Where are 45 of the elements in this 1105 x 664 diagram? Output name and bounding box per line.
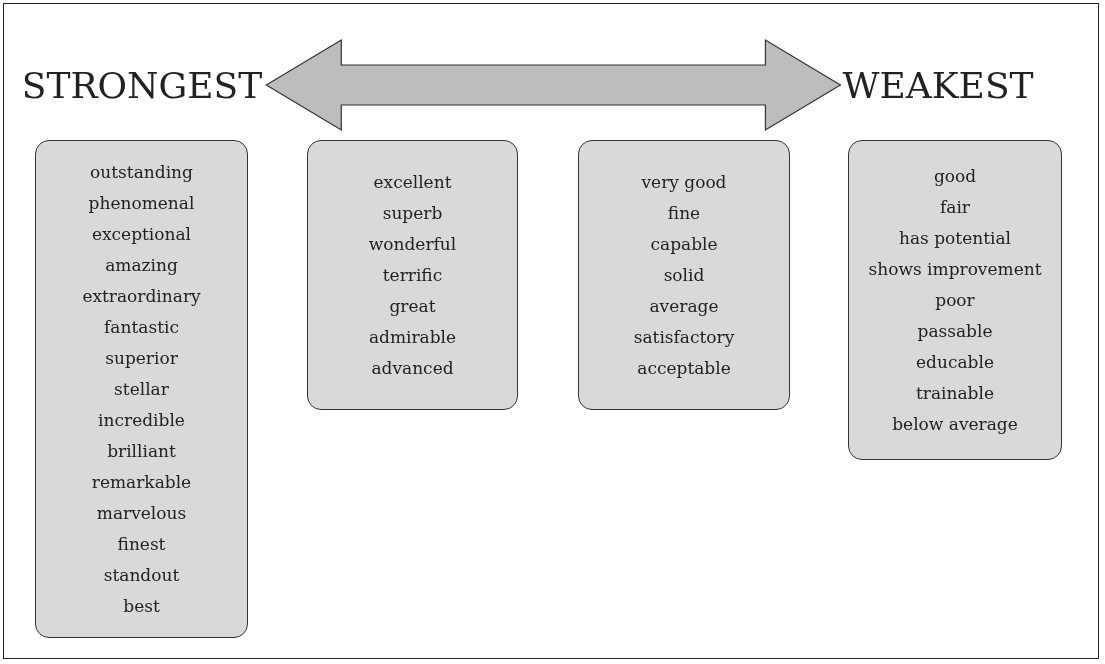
- word-label: marvelous: [96, 501, 187, 525]
- word-label: acceptable: [637, 356, 731, 380]
- word-label: good: [933, 164, 977, 188]
- word-label: has potential: [899, 226, 1011, 250]
- word-label: solid: [663, 263, 705, 287]
- word-label: wonderful: [368, 232, 457, 256]
- word-label: superb: [382, 201, 443, 225]
- word-label: fine: [667, 201, 701, 225]
- word-label: advanced: [371, 356, 454, 380]
- word-label: passable: [917, 319, 993, 343]
- word-label: excellent: [373, 170, 452, 194]
- heading-label: WEAKEST: [842, 64, 1034, 106]
- word-label: amazing: [105, 253, 178, 277]
- word-label: educable: [916, 350, 994, 374]
- word-label: admirable: [368, 325, 457, 349]
- word-label: very good: [641, 170, 727, 194]
- double-arrow: [265, 38, 842, 132]
- word-label: incredible: [98, 408, 185, 432]
- word-label: stellar: [114, 377, 169, 401]
- word-box: [848, 140, 1062, 460]
- word-label: standout: [103, 563, 180, 587]
- word-box: [307, 140, 518, 410]
- word-label: extraordinary: [82, 284, 201, 308]
- word-label: great: [389, 294, 436, 318]
- word-label: remarkable: [91, 470, 192, 494]
- word-label: average: [649, 294, 719, 318]
- word-box: [35, 140, 248, 638]
- word-label: superior: [105, 346, 178, 370]
- word-label: phenomenal: [88, 191, 195, 215]
- word-label: capable: [650, 232, 718, 256]
- word-label: outstanding: [90, 160, 193, 184]
- word-label: poor: [935, 288, 975, 312]
- word-label: fantastic: [104, 315, 179, 339]
- word-box: [578, 140, 790, 410]
- word-label: below average: [892, 412, 1018, 436]
- word-label: exceptional: [91, 222, 192, 246]
- word-label: shows improvement: [868, 257, 1042, 281]
- word-label: finest: [117, 532, 166, 556]
- word-label: terrific: [382, 263, 443, 287]
- word-label: fair: [940, 195, 970, 219]
- word-label: best: [123, 594, 160, 618]
- word-label: brilliant: [107, 439, 176, 463]
- word-label: satisfactory: [633, 325, 735, 349]
- word-label: trainable: [916, 381, 994, 405]
- heading-label: STRONGEST: [21, 64, 263, 106]
